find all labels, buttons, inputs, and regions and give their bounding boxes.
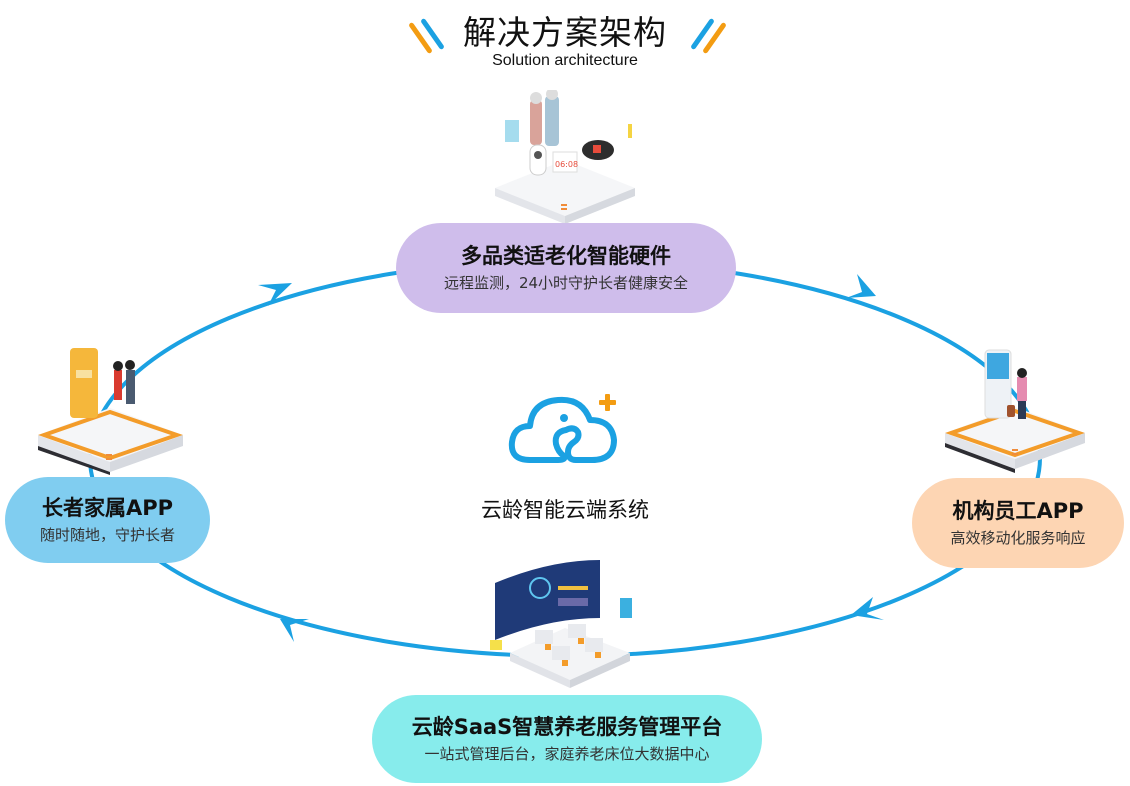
node-staff-app-title: 机构员工APP [952, 499, 1084, 523]
node-staff-app-subtitle: 高效移动化服务响应 [950, 529, 1086, 547]
node-saas-title: 云龄SaaS智慧养老服务管理平台 [411, 715, 723, 739]
page-subtitle: Solution architecture [492, 52, 638, 69]
staff-app-illustration [944, 345, 1086, 475]
arrow-bottom-right-icon [851, 597, 884, 620]
center-system-label: 云龄智能云端系统 [481, 498, 649, 522]
node-staff-app: 机构员工APP 高效移动化服务响应 [912, 478, 1124, 568]
node-saas: 云龄SaaS智慧养老服务管理平台 一站式管理后台，家庭养老床位大数据中心 [372, 695, 762, 783]
page-title: 解决方案架构 [463, 13, 667, 52]
cloud-elder-icon [508, 390, 623, 470]
saas-dashboard-illustration [490, 558, 640, 693]
node-hardware-title: 多品类适老化智能硬件 [461, 244, 671, 268]
smart-hardware-illustration: 06:08 [495, 88, 635, 225]
node-hardware-subtitle: 远程监测，24小时守护长者健康安全 [443, 274, 689, 292]
node-saas-subtitle: 一站式管理后台，家庭养老床位大数据中心 [424, 745, 710, 763]
node-family-app: 长者家属APP 随时随地，守护长者 [5, 477, 210, 563]
family-app-illustration [37, 340, 184, 475]
node-hardware: 多品类适老化智能硬件 远程监测，24小时守护长者健康安全 [396, 223, 736, 313]
node-family-app-title: 长者家属APP [41, 496, 174, 520]
arrow-bottom-left-icon [280, 619, 309, 642]
arrow-top-left-icon [258, 283, 292, 306]
node-family-app-subtitle: 随时随地，守护长者 [39, 526, 175, 544]
arrow-top-right-icon [846, 274, 876, 298]
svg-text:06:08: 06:08 [555, 160, 578, 169]
